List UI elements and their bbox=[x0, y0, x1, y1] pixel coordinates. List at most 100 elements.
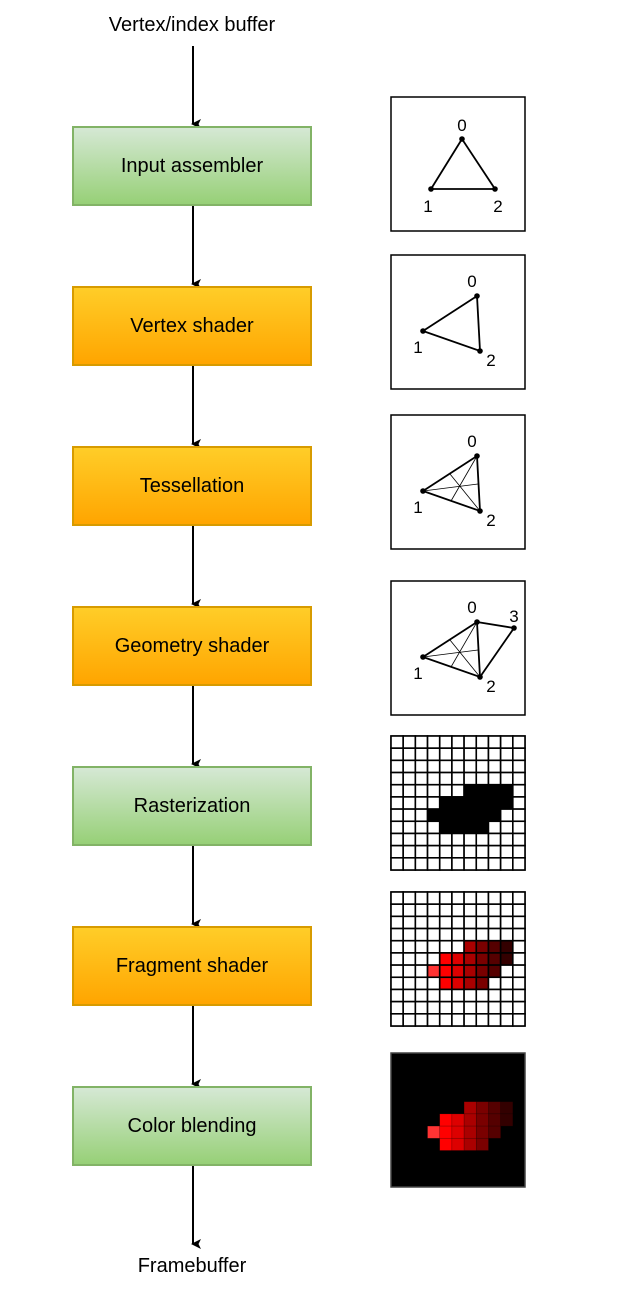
pixel-empty bbox=[414, 891, 429, 905]
pixel-empty bbox=[487, 844, 502, 859]
pixel-empty bbox=[475, 1013, 490, 1027]
pixel-empty bbox=[426, 844, 441, 859]
pixel-empty bbox=[487, 927, 502, 942]
stage-fragment-shader: Fragment shader bbox=[72, 926, 312, 1006]
pixel-filled bbox=[463, 820, 478, 835]
pixel-empty bbox=[426, 735, 441, 749]
stage-vertex-shader: Vertex shader bbox=[72, 286, 312, 366]
pixel-empty bbox=[499, 735, 514, 749]
pixel-empty bbox=[438, 1000, 453, 1015]
illustration-rasterization bbox=[390, 735, 526, 871]
pixel-empty bbox=[438, 903, 453, 918]
pixel-empty bbox=[414, 820, 429, 835]
pixel-empty bbox=[390, 771, 404, 786]
pixel-filled bbox=[475, 808, 490, 823]
pixel-filled bbox=[438, 796, 453, 810]
pixel-empty bbox=[402, 1000, 417, 1015]
pixel-filled bbox=[451, 1137, 465, 1151]
pixel-empty bbox=[390, 832, 404, 847]
pixel-filled bbox=[500, 1101, 514, 1115]
pixel-empty bbox=[487, 891, 502, 905]
pixel-empty bbox=[463, 891, 478, 905]
stage-color-blending: Color blending bbox=[72, 1086, 312, 1166]
pixel-empty bbox=[463, 988, 478, 1003]
pixel-empty bbox=[438, 939, 453, 954]
pixel-empty bbox=[487, 771, 502, 786]
pixel-filled bbox=[487, 939, 502, 954]
stage-label: Tessellation bbox=[139, 474, 245, 497]
pixel-empty bbox=[451, 771, 465, 786]
vertex-point bbox=[428, 186, 434, 192]
vertex-point bbox=[477, 674, 483, 680]
vertex-label: 1 bbox=[413, 664, 422, 683]
pixel-filled bbox=[475, 1113, 489, 1127]
pixel-empty bbox=[438, 771, 453, 786]
pixel-filled bbox=[487, 796, 502, 810]
pixel-empty bbox=[463, 832, 478, 847]
pixel-empty bbox=[451, 988, 465, 1003]
pixel-empty bbox=[390, 844, 404, 859]
vertex-point bbox=[474, 453, 480, 459]
pixel-empty bbox=[414, 915, 429, 930]
input-label: Vertex/index buffer bbox=[108, 14, 276, 36]
vertex-point bbox=[420, 488, 426, 494]
pixel-filled bbox=[451, 1113, 465, 1127]
illustration-tessellation: 0 1 2 bbox=[390, 414, 526, 550]
pixel-filled bbox=[438, 952, 453, 966]
illustration-geometry-shader: 0 1 2 3 bbox=[390, 580, 526, 716]
pixel-empty bbox=[499, 964, 514, 979]
pixel-empty bbox=[512, 1000, 526, 1015]
pixel-empty bbox=[426, 1000, 441, 1015]
pixel-empty bbox=[402, 964, 417, 979]
pixel-empty bbox=[487, 976, 502, 991]
pixel-empty bbox=[463, 1013, 478, 1027]
pixel-empty bbox=[414, 927, 429, 942]
pixel-empty bbox=[390, 735, 404, 749]
pixel-empty bbox=[512, 783, 526, 798]
pixel-filled bbox=[475, 796, 490, 810]
vertex-point bbox=[459, 136, 465, 142]
pixel-filled bbox=[439, 1113, 453, 1127]
pixel-empty bbox=[512, 988, 526, 1003]
pixel-empty bbox=[390, 903, 404, 918]
vertex-label: 0 bbox=[467, 432, 476, 451]
pixel-filled bbox=[487, 808, 502, 823]
vertex-label: 1 bbox=[413, 498, 422, 517]
pixel-empty bbox=[402, 1013, 417, 1027]
pixel-filled bbox=[438, 820, 453, 835]
pixel-filled bbox=[426, 964, 441, 979]
pixel-empty bbox=[402, 820, 417, 835]
pixel-empty bbox=[451, 915, 465, 930]
pixel-filled bbox=[475, 820, 490, 835]
pixel-empty bbox=[512, 939, 526, 954]
pixel-filled bbox=[463, 939, 478, 954]
pixel-empty bbox=[426, 1013, 441, 1027]
pixel-empty bbox=[390, 808, 404, 823]
pixel-filled bbox=[463, 964, 478, 979]
pixel-empty bbox=[402, 952, 417, 966]
vertex-point bbox=[477, 348, 483, 354]
pixel-empty bbox=[512, 808, 526, 823]
pixel-filled bbox=[475, 1137, 489, 1151]
illustration-color-blending bbox=[390, 1052, 526, 1188]
pixel-empty bbox=[499, 903, 514, 918]
pixel-empty bbox=[438, 759, 453, 774]
illustration-fragment-shader bbox=[390, 891, 526, 1027]
pixel-empty bbox=[475, 988, 490, 1003]
pixel-empty bbox=[499, 976, 514, 991]
pixel-empty bbox=[463, 903, 478, 918]
pixel-empty bbox=[426, 927, 441, 942]
pixel-empty bbox=[451, 832, 465, 847]
pixel-empty bbox=[475, 735, 490, 749]
pixel-empty bbox=[426, 903, 441, 918]
pixel-empty bbox=[438, 735, 453, 749]
pixel-empty bbox=[451, 857, 465, 871]
pixel-empty bbox=[499, 915, 514, 930]
pixel-empty bbox=[390, 988, 404, 1003]
pixel-empty bbox=[390, 927, 404, 942]
pixel-empty bbox=[426, 891, 441, 905]
pixel-filled bbox=[451, 796, 465, 810]
stage-label: Color blending bbox=[127, 1114, 257, 1137]
pixel-filled bbox=[427, 1125, 441, 1139]
